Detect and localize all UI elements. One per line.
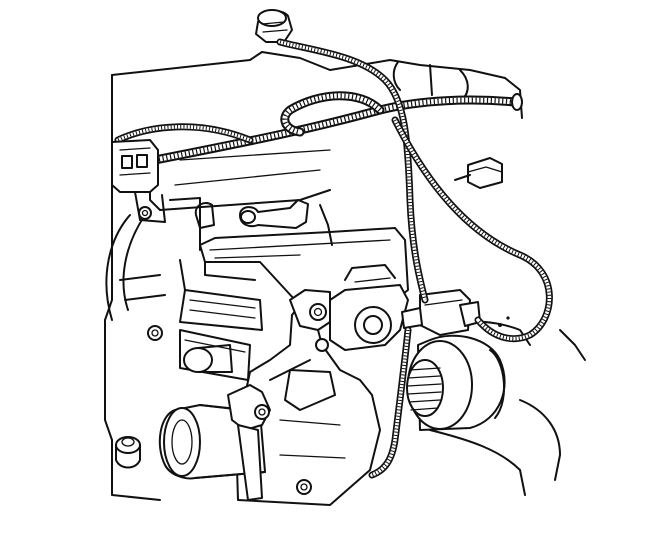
bolt-head-icon [296, 479, 312, 495]
sensor-mount [329, 264, 409, 351]
callout-dots [498, 316, 510, 327]
branch-harness [276, 38, 553, 479]
bolt-head-icon [315, 338, 329, 352]
bolt-head-icon [138, 206, 152, 220]
left-branch-wire [114, 123, 254, 144]
engine-block [104, 51, 586, 501]
bolt-head-icon [254, 404, 270, 420]
bolt-head-icon [147, 325, 163, 341]
left-connector [111, 139, 166, 223]
main-wiring-harness [150, 91, 523, 165]
mounting-bolts [138, 206, 329, 495]
bolt-head-icon [309, 303, 327, 321]
position-sensor-connector [401, 289, 481, 336]
output-shaft-yoke [406, 334, 506, 431]
top-connector [255, 9, 293, 43]
